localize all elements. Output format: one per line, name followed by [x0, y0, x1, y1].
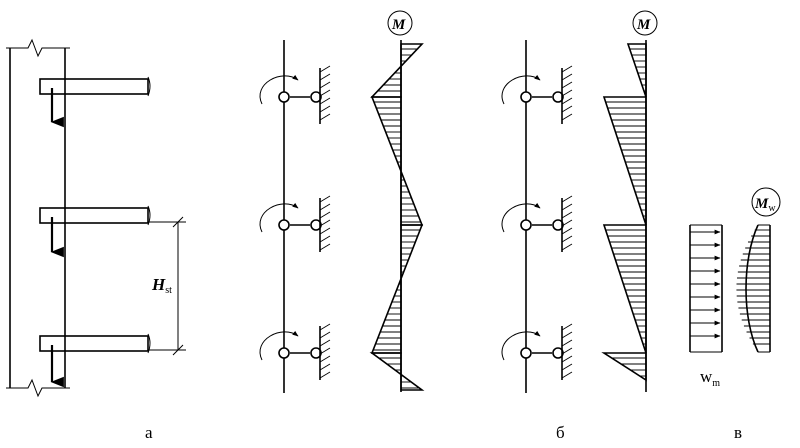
panel-v-load: wm	[689, 224, 723, 389]
panel-b-label: б	[556, 423, 565, 442]
load-label: wm	[700, 367, 720, 389]
moment-diagram-w: Mw	[736, 187, 781, 353]
pin-link	[259, 323, 331, 380]
panel-b-scheme-1	[259, 40, 331, 393]
moment-diagram-1: M	[369, 10, 425, 392]
moment-label-2: M	[636, 17, 651, 33]
pin-link	[501, 65, 573, 124]
moment-label-1: M	[391, 17, 406, 33]
panel-a-label: а	[145, 423, 153, 442]
moment-w-label: Mw	[754, 196, 776, 214]
pin-link	[259, 195, 331, 252]
panel-b-scheme-2	[501, 40, 573, 393]
pin-link	[259, 65, 331, 124]
panel-a-structure: Hst	[6, 38, 186, 398]
pin-link	[501, 195, 573, 252]
panel-v-label: в	[734, 423, 742, 442]
pin-link	[501, 323, 573, 380]
hst-label: Hst	[151, 275, 172, 296]
moment-diagram-2: M	[601, 10, 658, 392]
